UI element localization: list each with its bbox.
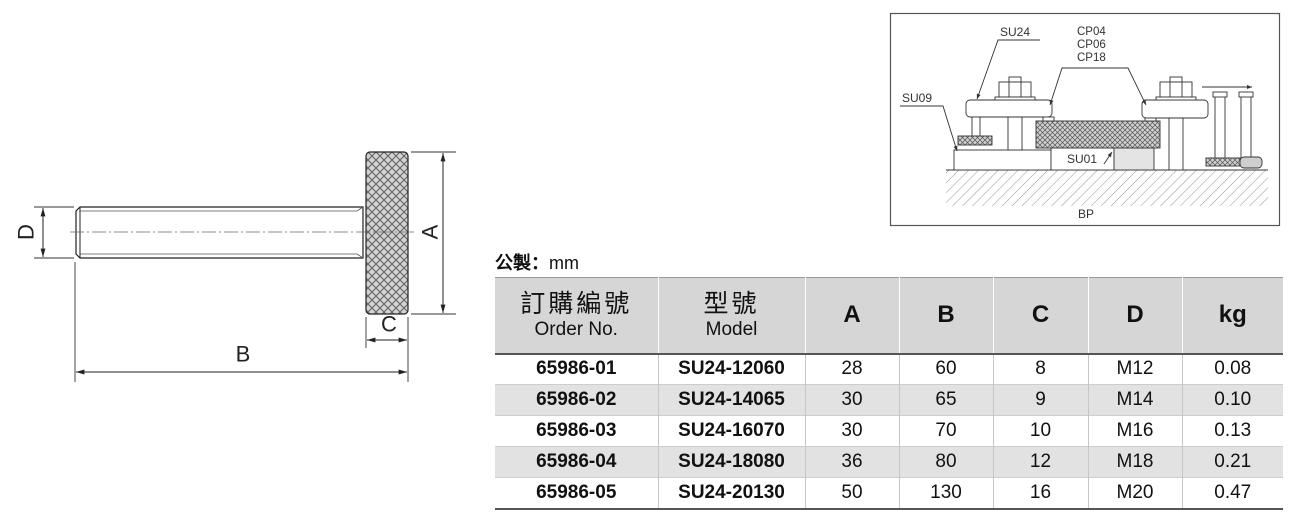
label-bp: BP <box>1078 207 1094 221</box>
base-plate <box>946 169 1268 206</box>
dimension-d: D <box>14 206 74 259</box>
cell-order-no: 65986-02 <box>536 389 617 410</box>
label-cp06: CP06 <box>1077 39 1106 51</box>
cell-model: SU24-12060 <box>657 353 805 385</box>
leader-cp <box>1049 67 1147 106</box>
cell-kg: 0.13 <box>1181 415 1283 447</box>
right-studs <box>1205 91 1263 169</box>
label-su01: SU01 <box>1067 152 1097 166</box>
cell-a: 30 <box>804 415 899 447</box>
dimension-a-label: A <box>418 224 443 239</box>
left-clamp <box>965 76 1055 151</box>
unit-label: 公製：mm <box>495 252 579 274</box>
table-row: 65986-03 SU24-16070 30 70 10 M16 0.13 <box>495 415 1283 447</box>
header-model-en: Model <box>705 319 758 341</box>
cell-b: 80 <box>898 446 993 478</box>
header-model: 型號 Model <box>657 277 805 354</box>
screw-shaft <box>75 206 364 259</box>
leader-su01 <box>1103 151 1113 165</box>
dimension-a: A <box>411 151 456 315</box>
dimension-b-label: B <box>236 342 251 367</box>
cell-model: SU24-20130 <box>657 477 805 509</box>
cell-order-no: 65986-01 <box>536 358 617 380</box>
cell-d: M14 <box>1087 384 1182 416</box>
cell-b: 60 <box>898 353 993 385</box>
unit-value: mm <box>549 253 579 273</box>
dimension-d-label: D <box>14 224 39 240</box>
table-row: 65986-04 SU24-18080 36 80 12 M18 0.21 <box>495 446 1283 478</box>
left-support-block <box>953 149 1052 171</box>
cell-model: SU24-14065 <box>657 384 805 416</box>
cell-d: M16 <box>1087 415 1182 447</box>
cell-c: 10 <box>992 415 1088 447</box>
cell-model: SU24-16070 <box>657 415 805 447</box>
header-order-no: 訂購編號 Order No. <box>495 278 658 354</box>
header-a: A <box>804 277 899 354</box>
header-order-no-en: Order No. <box>534 319 618 341</box>
leader-su09 <box>900 105 958 152</box>
unit-caption: 公製： <box>495 253 549 273</box>
cell-d: M12 <box>1087 353 1182 385</box>
header-b: B <box>898 277 993 354</box>
cell-order-no: 65986-04 <box>536 451 617 472</box>
header-kg: kg <box>1181 277 1283 354</box>
table-header-row: 訂購編號 Order No. 型號 Model A B C D kg <box>495 277 1283 354</box>
cell-c: 12 <box>992 446 1088 478</box>
cell-b: 70 <box>898 415 993 447</box>
leader-su24 <box>976 39 1040 100</box>
su24-screw <box>957 116 993 146</box>
workpiece <box>1035 120 1161 149</box>
header-d: D <box>1087 277 1182 354</box>
cell-kg: 0.08 <box>1181 353 1283 385</box>
dimension-c-label: C <box>381 312 397 337</box>
cell-model: SU24-18080 <box>657 446 805 478</box>
cell-kg: 0.10 <box>1181 384 1283 416</box>
dimension-b: B <box>74 262 407 382</box>
label-su24: SU24 <box>1000 25 1030 39</box>
header-c: C <box>992 277 1088 354</box>
cell-a: 28 <box>804 353 899 385</box>
cell-c: 8 <box>992 353 1088 385</box>
cell-order-no: 65986-05 <box>536 481 617 503</box>
cell-b: 130 <box>898 477 993 509</box>
cell-c: 9 <box>992 384 1088 416</box>
cell-order-no: 65986-03 <box>536 420 617 441</box>
spec-table: 訂購編號 Order No. 型號 Model A B C D kg 65986… <box>495 277 1283 510</box>
cell-a: 36 <box>804 446 899 478</box>
cell-kg: 0.21 <box>1181 446 1283 478</box>
cell-a: 30 <box>804 384 899 416</box>
right-support-block <box>1113 147 1155 171</box>
application-diagram: SU24 CP04 CP06 CP18 SU09 SU01 BP <box>889 12 1281 227</box>
header-model-zh: 型號 <box>703 290 760 319</box>
dimension-c: C <box>365 312 409 382</box>
table-row: 65986-02 SU24-14065 30 65 9 M14 0.10 <box>495 384 1283 416</box>
cell-d: M18 <box>1087 446 1182 478</box>
label-cp04: CP04 <box>1077 26 1106 38</box>
thumb-screw-drawing: D A C B <box>14 151 456 382</box>
table-row: 65986-05 SU24-20130 50 130 16 M20 0.47 <box>495 477 1283 509</box>
cell-a: 50 <box>804 477 899 509</box>
label-su09: SU09 <box>902 91 932 105</box>
label-cp18: CP18 <box>1077 52 1106 64</box>
cell-d: M20 <box>1087 477 1182 509</box>
cell-c: 16 <box>992 477 1088 509</box>
cell-kg: 0.47 <box>1181 477 1283 509</box>
right-clamp <box>1141 76 1209 171</box>
knurled-head <box>365 151 409 315</box>
table-row: 65986-01 SU24-12060 28 60 8 M12 0.08 <box>495 353 1283 385</box>
header-order-no-zh: 訂購編號 <box>520 290 633 319</box>
cell-b: 65 <box>898 384 993 416</box>
